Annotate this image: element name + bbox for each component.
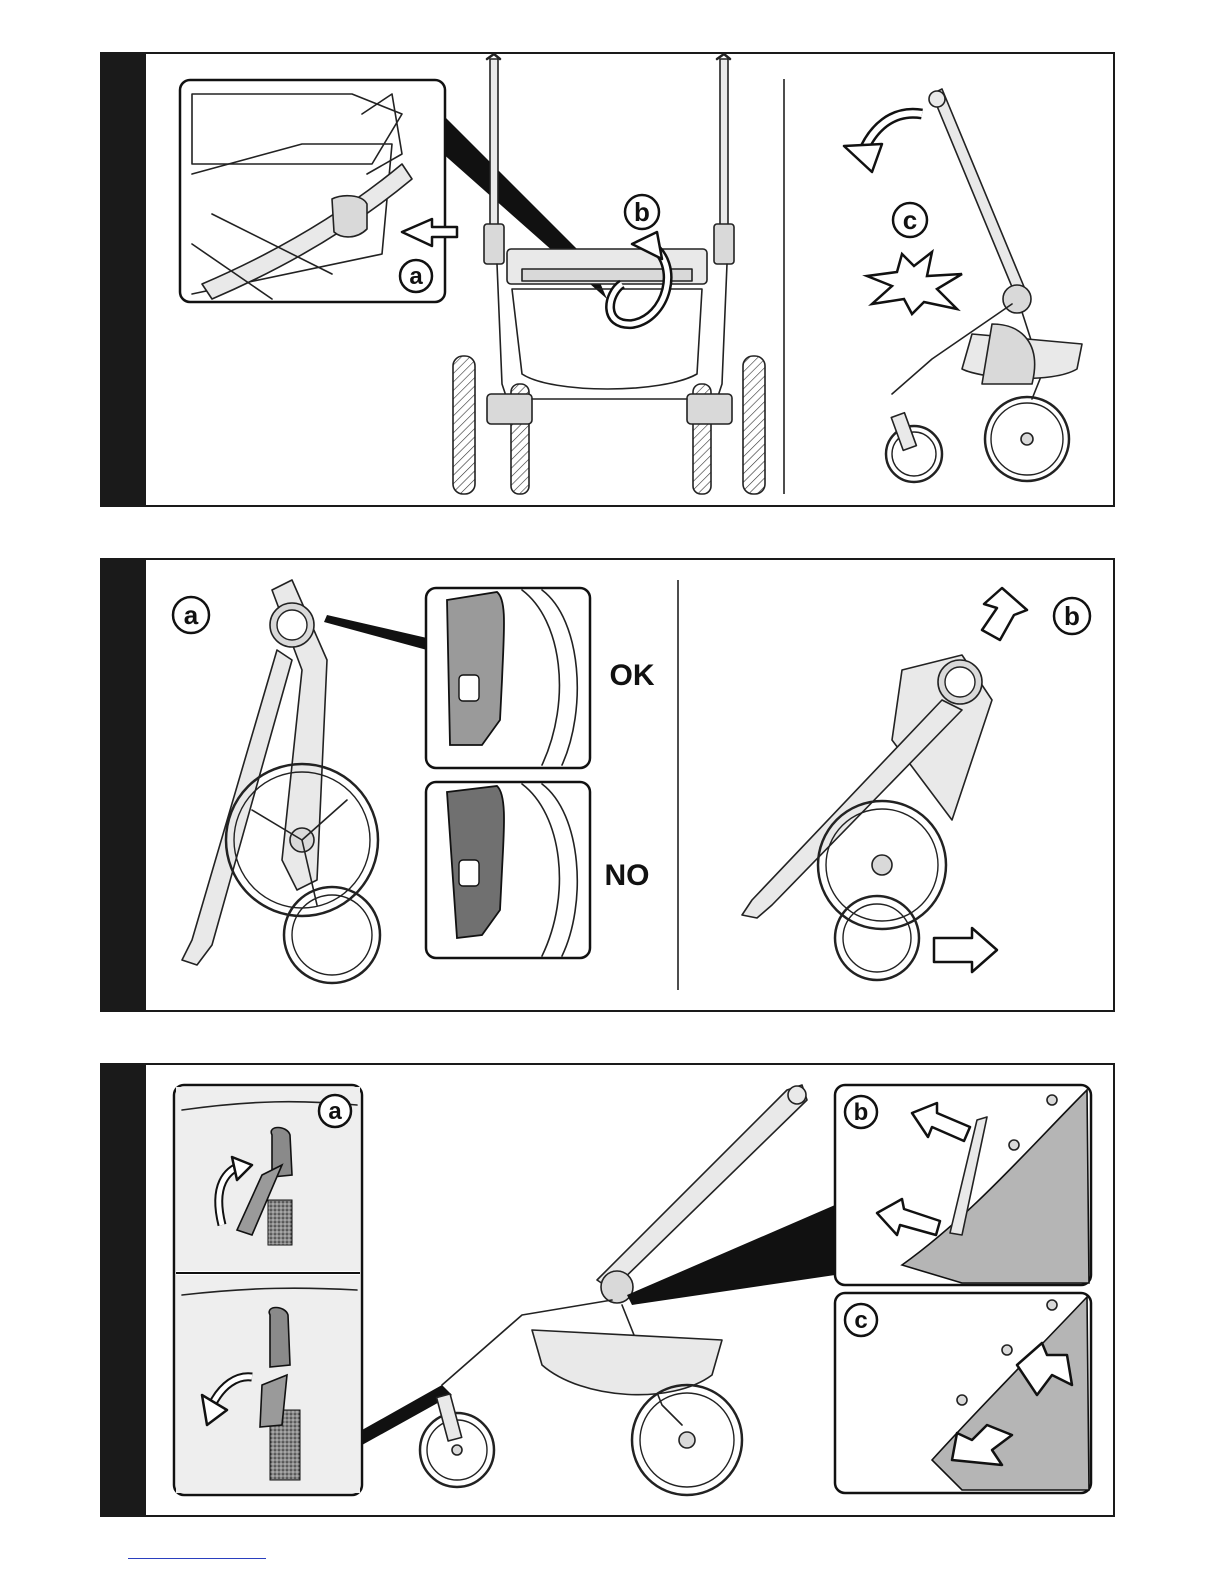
instruction-panel-1: a b — [100, 52, 1115, 507]
label-b: b — [634, 197, 650, 227]
status-no: NO — [605, 859, 650, 892]
panel-1-illustration: a b — [102, 54, 1117, 509]
label-a: a — [328, 1098, 342, 1125]
stroller-open-side — [420, 1085, 807, 1495]
folded-stroller-left — [182, 580, 380, 983]
label-b: b — [1064, 601, 1080, 631]
inset-c: c — [835, 1293, 1091, 1493]
stroller-side-view-fold: c — [844, 89, 1082, 482]
push-arrow-icon — [934, 928, 997, 972]
inset-no: NO — [426, 782, 650, 958]
stroller-front-view: b — [453, 54, 765, 494]
lift-arrow-icon — [982, 588, 1027, 640]
instruction-panel-2: a OK — [100, 558, 1115, 1012]
panel-2-illustration: a OK — [102, 560, 1117, 1014]
status-ok: OK — [610, 659, 655, 692]
inset-ok: OK — [426, 588, 655, 768]
folded-stroller-right: b — [742, 588, 1090, 980]
label-a: a — [184, 600, 199, 630]
panel-3-illustration: a — [102, 1065, 1117, 1519]
label-b: b — [854, 1099, 869, 1126]
inset-a-strap: a — [174, 1085, 362, 1495]
inset-b: b — [835, 1085, 1091, 1285]
footer-link-underline — [128, 1558, 266, 1559]
click-burst-icon — [867, 252, 962, 314]
label-c: c — [854, 1307, 867, 1334]
instruction-panel-3: a — [100, 1063, 1115, 1517]
label-a: a — [409, 263, 423, 290]
label-c: c — [903, 205, 917, 235]
rotate-arrow-icon — [844, 144, 882, 172]
